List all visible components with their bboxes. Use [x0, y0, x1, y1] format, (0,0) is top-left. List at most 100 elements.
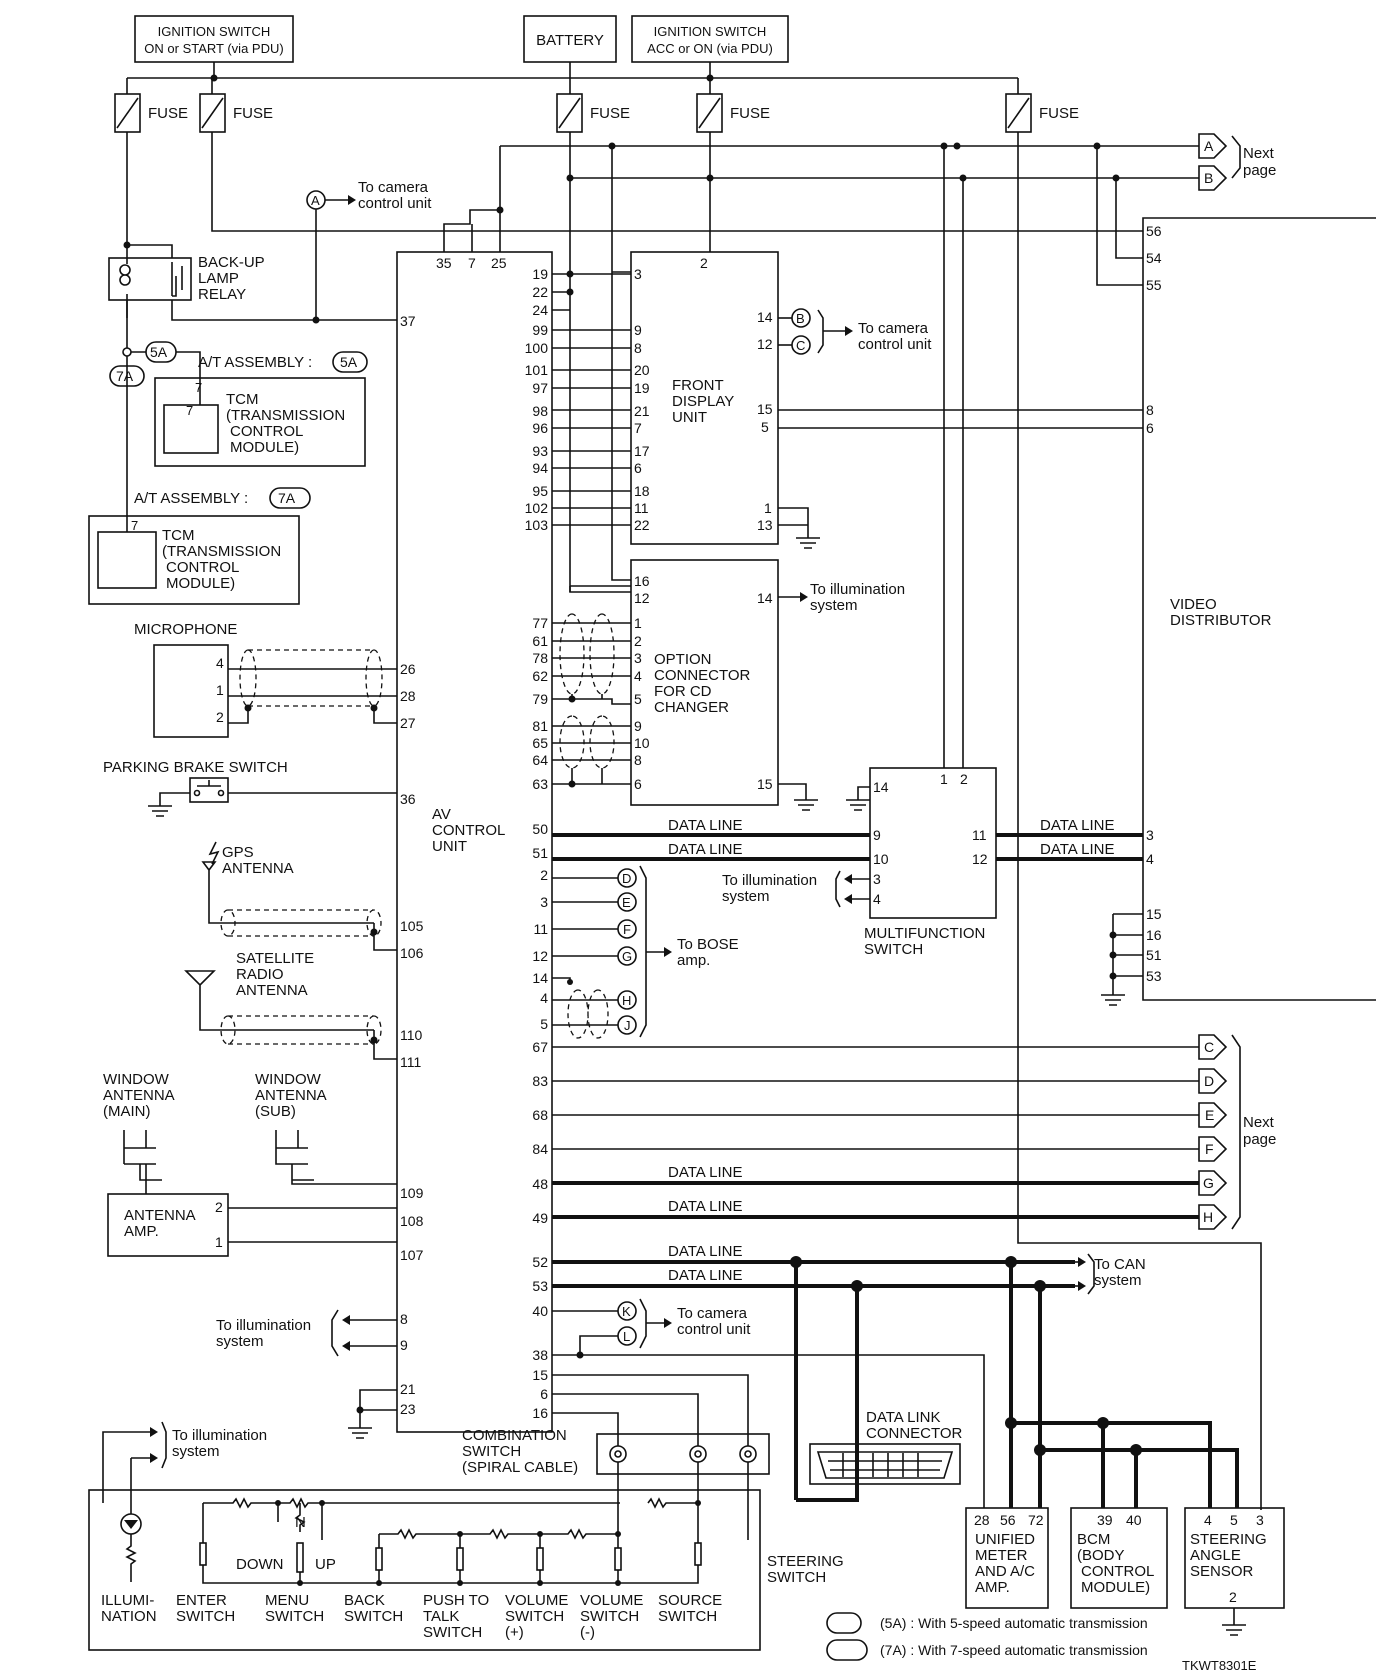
- svg-text:To illumination: To illumination: [810, 581, 905, 598]
- svg-text:14: 14: [757, 309, 773, 325]
- svg-text:LAMP: LAMP: [198, 270, 239, 287]
- svg-text:5: 5: [634, 691, 642, 707]
- svg-text:F: F: [1205, 1141, 1214, 1157]
- svg-text:111: 111: [400, 1054, 421, 1070]
- svg-text:MODULE): MODULE): [230, 439, 299, 456]
- svg-text:CONNECTOR: CONNECTOR: [654, 667, 751, 684]
- svg-text:1: 1: [940, 771, 948, 787]
- microphone: MICROPHONE 4 1 2: [134, 621, 397, 738]
- svg-text:TCM: TCM: [162, 527, 195, 544]
- svg-text:61: 61: [532, 633, 548, 649]
- svg-text:ANGLE: ANGLE: [1190, 1547, 1241, 1564]
- svg-text:10: 10: [873, 851, 889, 867]
- svg-text:F: F: [623, 922, 631, 937]
- svg-text:VOLUME: VOLUME: [505, 1592, 568, 1609]
- svg-text:IGNITION SWITCH: IGNITION SWITCH: [654, 24, 767, 39]
- svg-text:18: 18: [634, 483, 650, 499]
- svg-text:6: 6: [1146, 420, 1154, 436]
- svg-text:16: 16: [1146, 927, 1162, 943]
- svg-text:DATA LINK: DATA LINK: [866, 1409, 940, 1426]
- svg-text:13: 13: [757, 517, 773, 533]
- svg-text:62: 62: [532, 668, 548, 684]
- svg-text:DISTRIBUTOR: DISTRIBUTOR: [1170, 612, 1272, 629]
- svg-text:9: 9: [873, 827, 881, 843]
- svg-text:100: 100: [525, 340, 549, 356]
- svg-text:BACK-UP: BACK-UP: [198, 254, 265, 271]
- svg-text:19: 19: [532, 266, 548, 282]
- svg-text:28: 28: [400, 688, 416, 704]
- svg-text:RADIO: RADIO: [236, 966, 284, 983]
- svg-text:64: 64: [532, 752, 548, 768]
- svg-text:7: 7: [131, 518, 138, 533]
- svg-text:A/T ASSEMBLY :: A/T ASSEMBLY :: [134, 490, 248, 507]
- svg-text:1: 1: [634, 615, 642, 631]
- unified-meter-ac-amp: 28 56 72 UNIFIED METER AND A/C AMP.: [965, 1507, 1049, 1609]
- svg-text:K: K: [622, 1304, 631, 1319]
- svg-text:system: system: [1094, 1272, 1142, 1289]
- svg-text:49: 49: [532, 1210, 548, 1226]
- svg-text:17: 17: [634, 443, 650, 459]
- svg-text:11: 11: [972, 827, 987, 843]
- svg-text:BACK: BACK: [344, 1592, 385, 1609]
- svg-text:CONNECTOR: CONNECTOR: [866, 1425, 963, 1442]
- camera-connectors-kl: K L To camera control unit: [552, 1298, 751, 1359]
- svg-text:5A: 5A: [340, 354, 358, 370]
- av-left-pins: 35 7 25 37 26 28 27 36 105 106 110 111 1…: [400, 255, 507, 1417]
- svg-text:DOWN: DOWN: [236, 1556, 284, 1573]
- connector-7a: 7A: [109, 365, 145, 387]
- svg-text:SWITCH: SWITCH: [423, 1624, 482, 1641]
- svg-text:VIDEO: VIDEO: [1170, 596, 1217, 613]
- svg-text:To camera: To camera: [858, 320, 929, 337]
- svg-text:23: 23: [400, 1401, 416, 1417]
- parking-brake-switch: PARKING BRAKE SWITCH: [103, 759, 397, 817]
- svg-text:2: 2: [1229, 1589, 1237, 1605]
- svg-text:19: 19: [634, 380, 650, 396]
- svg-text:79: 79: [532, 691, 548, 707]
- svg-text:ENTER: ENTER: [176, 1592, 227, 1609]
- video-distributor: VIDEO DISTRIBUTOR 56 54 55 8 6 3 4 15 16…: [1142, 217, 1376, 1001]
- svg-text:DATA LINE: DATA LINE: [668, 1198, 742, 1215]
- svg-text:SENSOR: SENSOR: [1190, 1563, 1254, 1580]
- svg-text:AND A/C: AND A/C: [975, 1563, 1035, 1580]
- svg-text:4: 4: [1204, 1512, 1212, 1528]
- svg-text:control unit: control unit: [677, 1321, 751, 1338]
- svg-text:STEERING: STEERING: [1190, 1531, 1267, 1548]
- svg-text:STEERING: STEERING: [767, 1553, 844, 1570]
- svg-text:51: 51: [1146, 947, 1162, 963]
- backup-lamp-relay: BACK-UP LAMP RELAY: [108, 132, 397, 324]
- svg-text:page: page: [1243, 1131, 1276, 1148]
- svg-text:1: 1: [215, 1234, 223, 1250]
- svg-text:NATION: NATION: [101, 1608, 157, 1625]
- svg-text:E: E: [1205, 1107, 1214, 1123]
- svg-text:12: 12: [634, 590, 650, 606]
- svg-text:94: 94: [532, 460, 548, 476]
- svg-text:2: 2: [634, 633, 642, 649]
- svg-text:8: 8: [400, 1311, 408, 1327]
- steering-angle-sensor: 4 5 3 STEERING ANGLE SENSOR 2: [1184, 1507, 1285, 1609]
- svg-text:56: 56: [1000, 1512, 1016, 1528]
- svg-text:2: 2: [216, 709, 224, 725]
- av-control-unit: AV CONTROL UNIT: [396, 251, 553, 1433]
- svg-text:control unit: control unit: [858, 336, 932, 353]
- svg-text:DATA LINE: DATA LINE: [668, 1164, 742, 1181]
- svg-text:38: 38: [532, 1347, 548, 1363]
- svg-text:37: 37: [400, 313, 416, 329]
- diagram-id: TKWT8301E: [1182, 1658, 1257, 1673]
- svg-text:MODULE): MODULE): [1081, 1579, 1150, 1596]
- svg-text:DATA LINE: DATA LINE: [1040, 841, 1114, 858]
- connector-5a: 5A: [122, 341, 177, 363]
- svg-text:11: 11: [533, 921, 548, 937]
- svg-text:page: page: [1243, 162, 1276, 179]
- svg-text:CONTROL: CONTROL: [230, 423, 303, 440]
- svg-text:TCM: TCM: [226, 391, 259, 408]
- svg-text:56: 56: [1146, 223, 1162, 239]
- svg-text:1: 1: [216, 682, 224, 698]
- svg-text:26: 26: [400, 661, 416, 677]
- svg-text:107: 107: [400, 1247, 424, 1263]
- steering-switch: STEERING SWITCH To illumination system N…: [88, 1421, 844, 1651]
- svg-text:(-): (-): [580, 1624, 595, 1641]
- svg-text:CONTROL: CONTROL: [432, 822, 505, 839]
- legend-notes: (5A) : With 5-speed automatic transmissi…: [826, 1612, 1148, 1661]
- svg-text:24: 24: [532, 302, 548, 318]
- svg-text:G: G: [622, 949, 632, 964]
